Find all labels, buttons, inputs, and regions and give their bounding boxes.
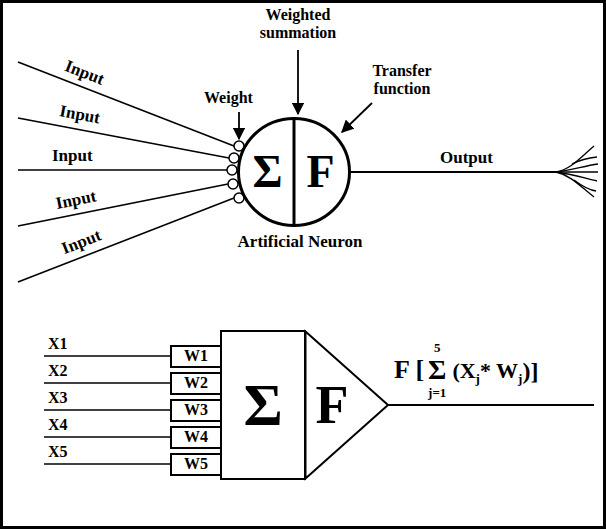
input-label: Input xyxy=(52,146,93,166)
weight-name: W5 xyxy=(184,455,208,473)
input-wire xyxy=(44,436,170,438)
neuron-divider xyxy=(293,119,296,226)
weight-name: W4 xyxy=(184,428,208,446)
transfer-block: F xyxy=(304,330,390,480)
neuron-body: ΣF xyxy=(237,117,351,227)
input-name: X1 xyxy=(48,335,68,353)
formula: F [5Σj=1(Xj* Wj)] xyxy=(394,341,538,400)
formula-sum-stack: 5Σj=1 xyxy=(428,341,446,400)
output-wire xyxy=(388,404,594,406)
input-wire xyxy=(44,463,170,465)
transfer-symbol: F xyxy=(306,146,334,199)
caption-label: Artificial Neuron xyxy=(238,232,363,252)
weight-box: W1 xyxy=(170,345,222,368)
formula-limit: j=1 xyxy=(428,386,446,400)
input-line xyxy=(18,169,227,171)
weight-circle xyxy=(227,165,237,175)
output-line xyxy=(351,171,556,173)
weight-name: W2 xyxy=(184,374,208,392)
input-label: Input xyxy=(59,226,104,259)
axon-terminal xyxy=(556,146,598,197)
input-name: X3 xyxy=(48,389,68,407)
input-wire xyxy=(44,355,170,357)
formula-subscript: j xyxy=(476,372,480,386)
weight-box: W3 xyxy=(170,399,222,422)
input-name: X5 xyxy=(48,443,68,461)
weight-box: W4 xyxy=(170,426,222,449)
pointer-arrow xyxy=(297,50,299,114)
input-line xyxy=(18,198,234,282)
formula-function: F [ xyxy=(394,356,424,385)
output-label: Output xyxy=(440,148,493,168)
input-line xyxy=(18,184,228,226)
formula-term: * W xyxy=(480,359,518,383)
input-name: X2 xyxy=(48,362,68,380)
weight-box: W2 xyxy=(170,372,222,395)
weight-name: W3 xyxy=(184,401,208,419)
summation-symbol: Σ xyxy=(252,146,282,199)
callout-label: Weight xyxy=(204,89,253,107)
weight-box: W5 xyxy=(170,453,222,476)
triangle-outline xyxy=(306,332,389,479)
callout-label: Transfer function xyxy=(360,62,444,99)
weight-name: W1 xyxy=(184,347,208,365)
weight-circle xyxy=(228,179,238,189)
pointer-arrow xyxy=(238,112,240,139)
formula-sum: Σ xyxy=(428,355,446,386)
input-name: X4 xyxy=(48,416,68,434)
summation-symbol: Σ xyxy=(243,371,282,440)
pointer-arrow xyxy=(342,103,372,132)
input-label: Input xyxy=(54,186,98,213)
weight-circle xyxy=(229,153,239,163)
formula-subscript: j xyxy=(518,372,522,386)
summation-block: Σ xyxy=(220,330,306,480)
input-line xyxy=(18,62,234,146)
formula-limit: 5 xyxy=(434,341,441,355)
callout-label: Weighted summation xyxy=(250,6,346,43)
input-wire xyxy=(44,382,170,384)
input-wire xyxy=(44,409,170,411)
input-line xyxy=(18,118,229,158)
neuron-outline xyxy=(239,119,350,226)
transfer-symbol: F xyxy=(316,374,349,436)
input-label: Input xyxy=(62,56,107,89)
input-label: Input xyxy=(58,101,102,128)
formula-term: (X xyxy=(452,359,475,383)
formula-term: )] xyxy=(522,358,538,384)
